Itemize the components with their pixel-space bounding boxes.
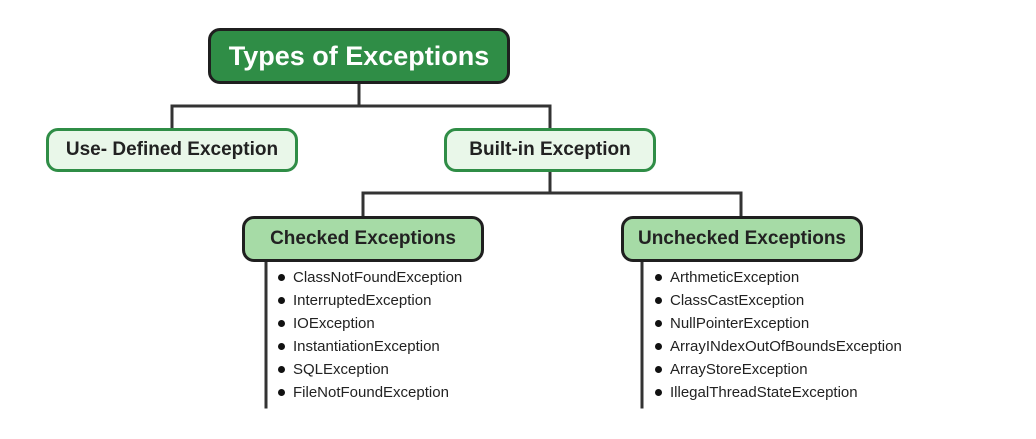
unchecked-exceptions-list: ArthmeticException ClassCastException Nu… (653, 266, 902, 404)
built-in-node: Built-in Exception (444, 128, 656, 172)
list-item: InstantiationException (276, 335, 462, 358)
root-node: Types of Exceptions (208, 28, 510, 84)
checked-exceptions-node: Checked Exceptions (242, 216, 484, 262)
list-item: ArthmeticException (653, 266, 902, 289)
list-item: IllegalThreadStateException (653, 381, 902, 404)
list-item: ArrayStoreException (653, 358, 902, 381)
unchecked-exceptions-label: Unchecked Exceptions (637, 228, 847, 249)
list-item: SQLException (276, 358, 462, 381)
user-defined-label: Use- Defined Exception (65, 139, 279, 160)
list-item: ClassNotFoundException (276, 266, 462, 289)
checked-exceptions-list: ClassNotFoundException InterruptedExcept… (276, 266, 462, 404)
list-item: NullPointerException (653, 312, 902, 335)
root-label: Types of Exceptions (228, 40, 490, 71)
user-defined-node: Use- Defined Exception (46, 128, 298, 172)
built-in-label: Built-in Exception (469, 139, 631, 160)
list-item: FileNotFoundException (276, 381, 462, 404)
unchecked-exceptions-node: Unchecked Exceptions (621, 216, 863, 262)
list-item: ClassCastException (653, 289, 902, 312)
list-item: ArrayINdexOutOfBoundsException (653, 335, 902, 358)
list-item: IOException (276, 312, 462, 335)
checked-exceptions-label: Checked Exceptions (270, 228, 456, 249)
list-item: InterruptedException (276, 289, 462, 312)
